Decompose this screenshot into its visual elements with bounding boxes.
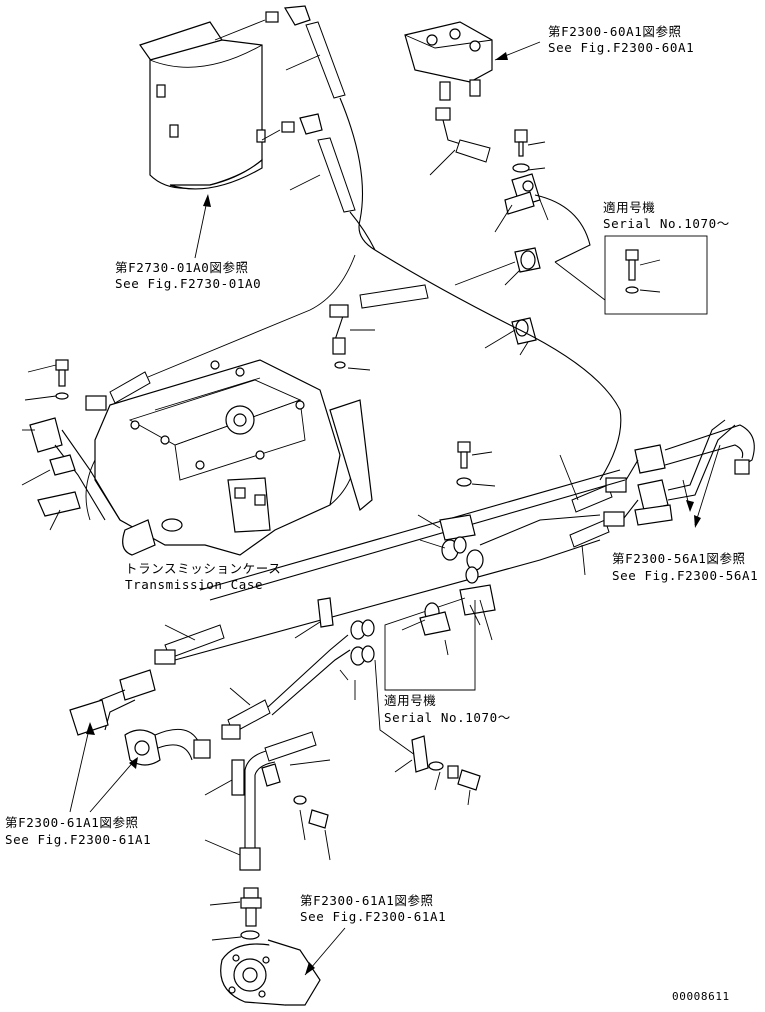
serial-top-en: Serial No.1070～ [603,216,730,231]
center-clamp-upper [514,247,541,273]
transmission-case-jp: トランスミッションケース [125,561,281,576]
center-clamp-lower [511,317,537,345]
transmission-case-en: Transmission Case [125,577,263,592]
ref-61a1-left-jp: 第F2300-61A1図参照 [5,815,139,830]
oil-filter-part [139,21,266,190]
serial-mid-en: Serial No.1070～ [384,710,511,725]
ref-61a1-bottom-jp: 第F2300-61A1図参照 [300,893,434,908]
serial-box-mid-clamp [401,602,451,656]
elbow-hose-center [329,284,429,369]
fitting-bottom [240,887,262,940]
drawing-number: 00008611 [672,990,730,1003]
serial-mid-jp: 適用号機 [384,693,436,708]
right-elbows [634,419,755,526]
left-hose-upper [85,371,151,411]
clamp-cluster-center [439,514,496,616]
ref-56a1-jp: 第F2300-56A1図参照 [612,551,746,566]
bolt-right-center [456,441,496,487]
pump-part [220,939,321,1006]
serial-box-top-bolt [625,249,661,294]
filter-hoses [305,21,376,251]
ref-01a0-en: See Fig.F2730-01A0 [115,276,261,291]
ref-61a1-left-en: See Fig.F2300-61A1 [5,832,151,847]
clamp-bolt-top [504,129,541,215]
cap-left [122,519,156,556]
clamp-bolt-bottom [411,735,481,791]
ref-60a1-jp: 第F2300-60A1図参照 [548,24,682,39]
serial-box-mid [384,597,476,691]
valve-block-part [404,21,493,101]
filter-fittings [214,5,323,141]
ref-01a0-jp: 第F2730-01A0図参照 [115,260,249,275]
valve-hose [435,107,491,163]
flange-elbow-left [124,728,211,766]
vertical-hose-lower [231,731,329,871]
serial-box-top [604,235,708,315]
ref-56a1-en: See Fig.F2300-56A1 [612,568,758,583]
ref-60a1-en: See Fig.F2300-60A1 [548,40,694,55]
middle-clamps [317,597,375,666]
ref-61a1-bottom-en: See Fig.F2300-61A1 [300,909,446,924]
lower-left-hoses [69,624,271,740]
serial-top-jp: 適用号機 [603,200,655,215]
left-bolt-clamp [29,359,121,521]
transmission-case-part [85,359,373,556]
